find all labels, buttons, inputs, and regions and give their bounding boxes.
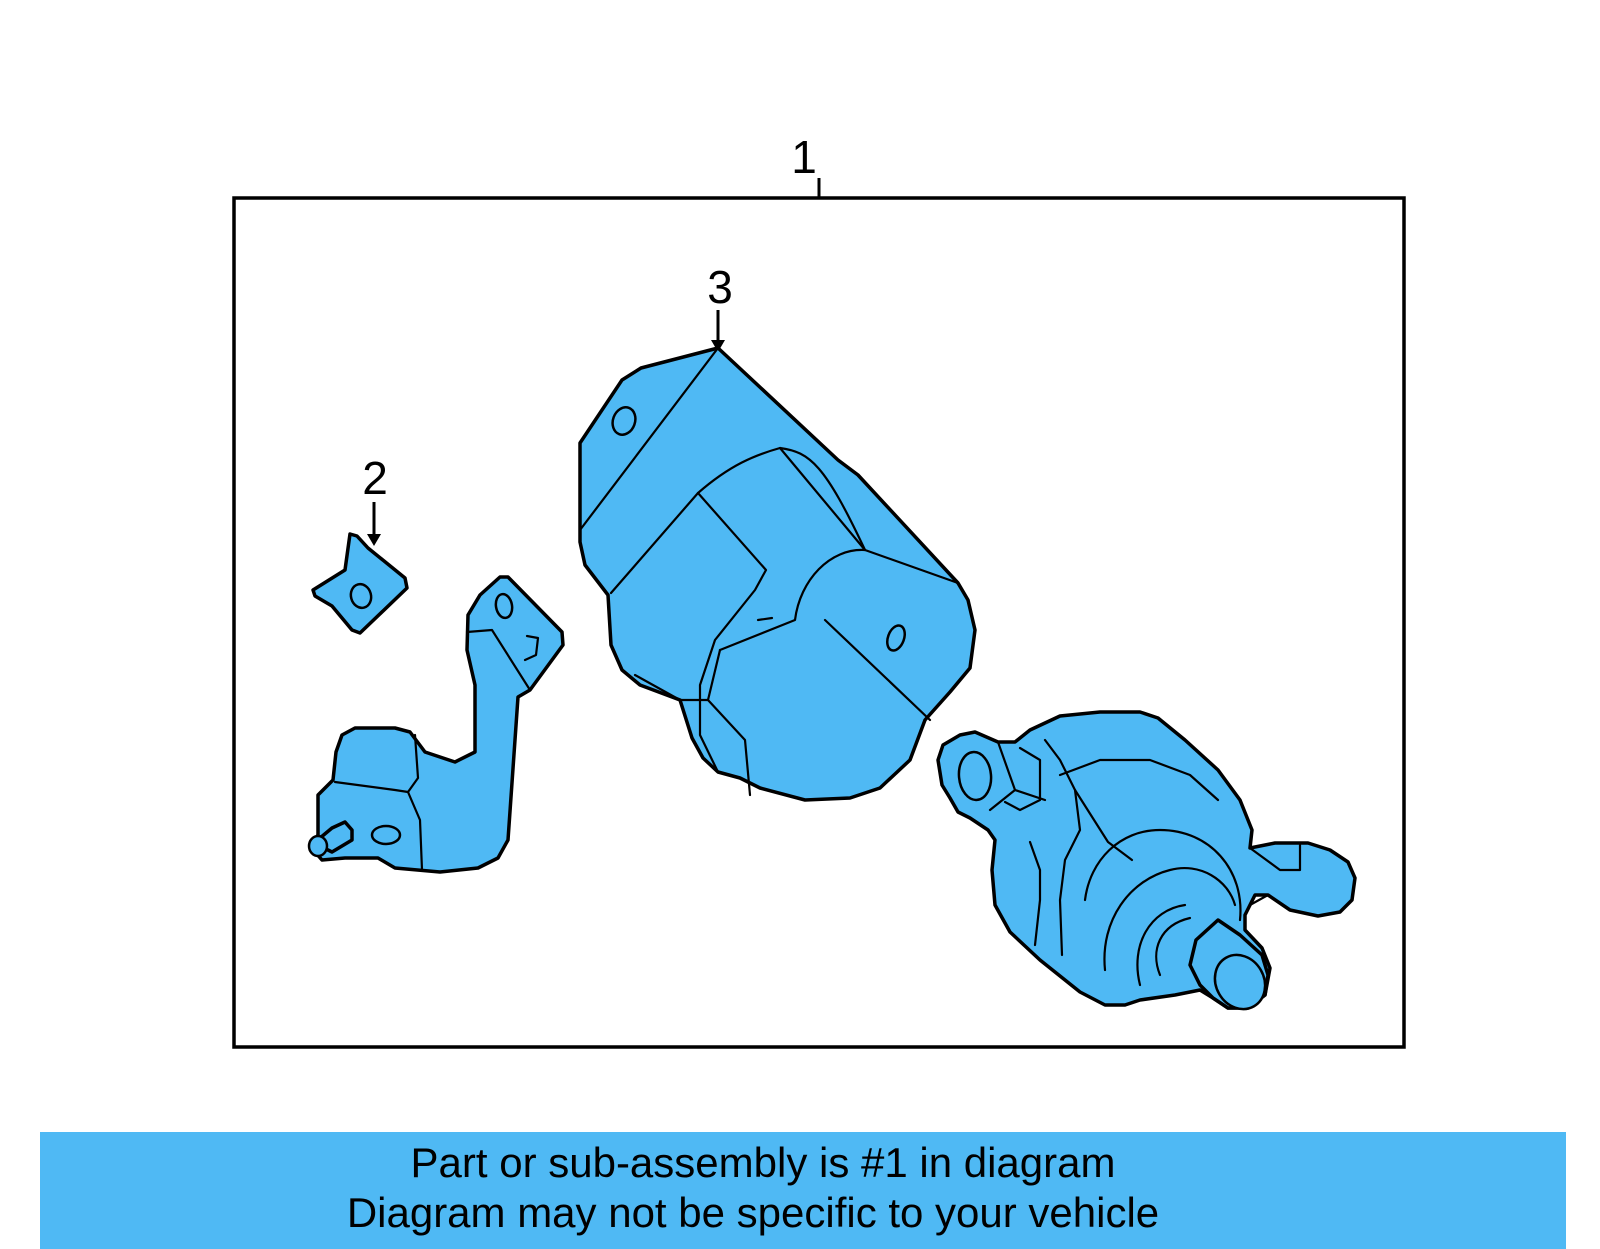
callout-1-label: 1	[791, 131, 817, 183]
small-bracket-part	[311, 532, 409, 635]
banner-line-2: Diagram may not be specific to your vehi…	[346, 1189, 1160, 1236]
mounting-bracket-part	[307, 575, 565, 874]
callout-2-arrow	[367, 502, 381, 546]
disclaimer-banner: Part or sub-assembly is #1 in diagram Di…	[40, 1132, 1566, 1249]
callout-3-label: 3	[707, 261, 733, 313]
motor-housing-part	[578, 346, 977, 802]
pump-motor-part	[936, 710, 1357, 1011]
banner-line-1: Part or sub-assembly is #1 in diagram	[410, 1139, 1116, 1186]
callout-3-arrow	[711, 310, 725, 352]
callout-2-label: 2	[362, 452, 388, 504]
